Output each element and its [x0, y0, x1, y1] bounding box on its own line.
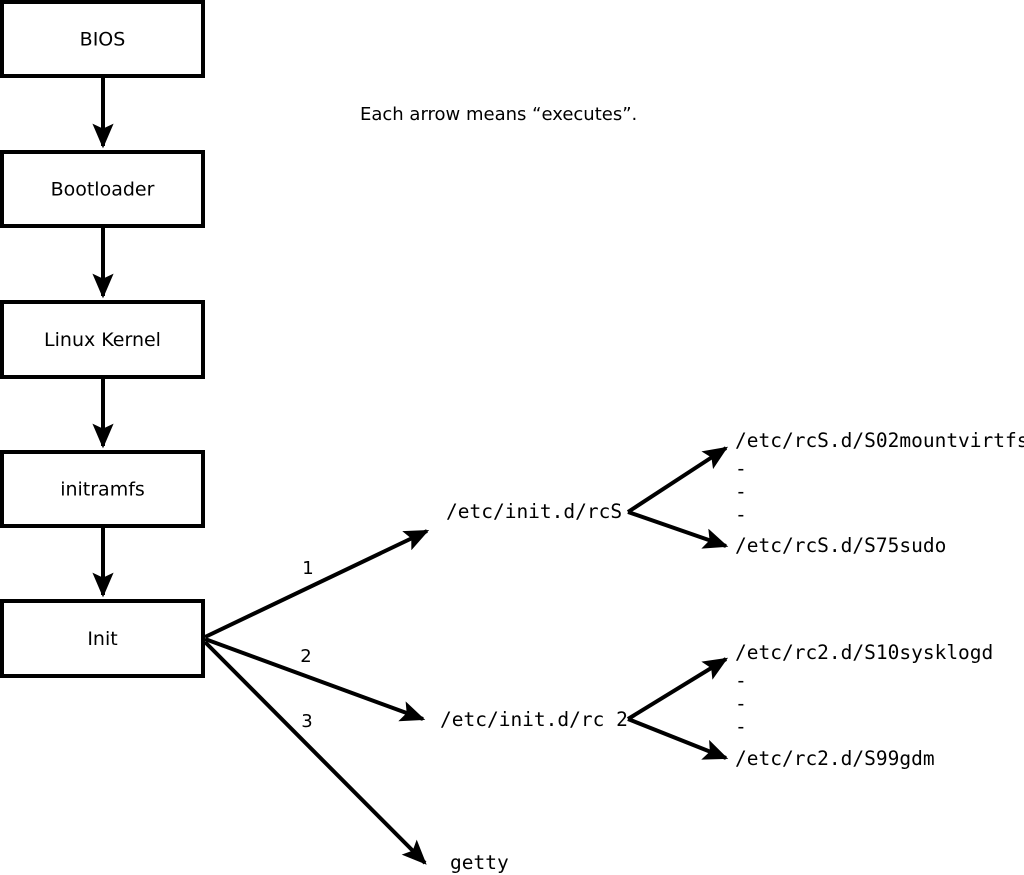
rcS-ellipsis-dash-3: - [735, 503, 747, 526]
node-bootloader[interactable]: Bootloader [0, 150, 205, 228]
boot-chain-group: BIOS Bootloader Linux Kernel initramfs I… [0, 0, 205, 678]
label-rcS-last-script[interactable]: /etc/rcS.d/S75sudo [735, 534, 946, 557]
node-bios[interactable]: BIOS [0, 0, 205, 78]
init-label: Init [87, 628, 117, 650]
init-branch-arrows-group [203, 529, 430, 865]
linux-kernel-label: Linux Kernel [44, 329, 161, 351]
branch-number-3: 3 [301, 711, 312, 732]
bios-label: BIOS [80, 29, 126, 51]
branch-numbers-group: 1 2 3 [300, 558, 313, 732]
node-linux-kernel[interactable]: Linux Kernel [0, 300, 205, 379]
rcS-ellipsis-dash-2: - [735, 480, 747, 503]
label-rc2-last-script[interactable]: /etc/rc2.d/S99gdm [735, 747, 935, 770]
arrow-rcS-to-first-script [626, 446, 729, 514]
branch-target-labels-group: /etc/init.d/rcS /etc/init.d/rc 2 getty [440, 500, 628, 874]
node-initramfs[interactable]: initramfs [0, 450, 205, 528]
rc2-script-group: /etc/rc2.d/S10sysklogd /etc/rc2.d/S99gdm… [626, 641, 993, 770]
bios-box[interactable] [0, 0, 205, 78]
rc2-ellipsis-dash-2: - [735, 692, 747, 715]
label-etc-init-d-rc-2[interactable]: /etc/init.d/rc 2 [440, 708, 628, 731]
arrow-legend-note: Each arrow means “executes”. [360, 104, 637, 125]
branch-number-2: 2 [300, 646, 311, 667]
arrow-rc2-to-first-script [626, 657, 729, 721]
label-rcS-first-script[interactable]: /etc/rcS.d/S02mountvirtfs [735, 429, 1024, 452]
rc2-ellipsis-dash-3: - [735, 715, 747, 738]
rcS-ellipsis-dash-1: - [735, 457, 747, 480]
linux-kernel-box[interactable] [0, 300, 205, 379]
branch-number-1: 1 [302, 558, 313, 579]
arrow-init-to-rc2 [204, 637, 426, 722]
initramfs-label: initramfs [60, 479, 145, 501]
label-etc-init-d-rcS[interactable]: /etc/init.d/rcS [446, 500, 622, 523]
arrow-rcS-to-last-script [627, 510, 729, 549]
init-box[interactable] [0, 599, 205, 678]
arrow-init-to-rcS [204, 529, 430, 639]
node-init[interactable]: Init [0, 599, 205, 678]
arrow-init-to-getty [203, 640, 427, 865]
initramfs-box[interactable] [0, 450, 205, 528]
rc2-ellipsis-dash-1: - [735, 669, 747, 692]
bootloader-label: Bootloader [51, 179, 155, 201]
label-rc2-first-script[interactable]: /etc/rc2.d/S10sysklogd [735, 641, 993, 664]
rcS-script-group: /etc/rcS.d/S02mountvirtfs /etc/rcS.d/S75… [626, 429, 1024, 557]
label-getty[interactable]: getty [450, 851, 509, 874]
arrow-rc2-to-last-script [627, 717, 729, 760]
